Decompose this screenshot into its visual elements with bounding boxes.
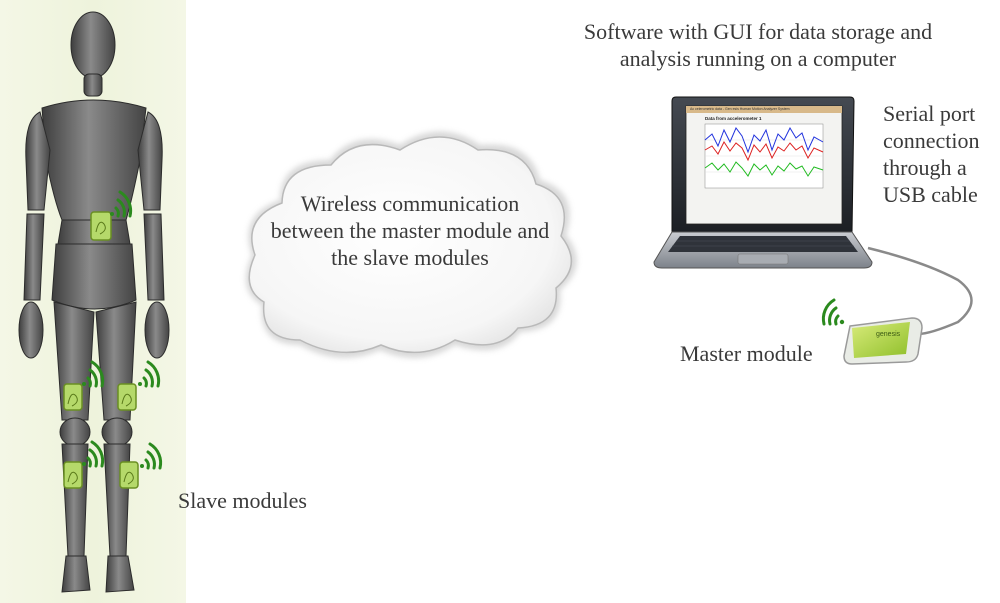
slave-module-waist	[90, 211, 112, 241]
mannequin-left-forearm	[23, 213, 45, 301]
sensor-module-icon	[117, 383, 137, 411]
laptop-touchpad	[737, 253, 789, 265]
mannequin-left-foot	[61, 555, 91, 593]
mannequin-neck	[83, 73, 103, 97]
mannequin-right-forearm	[143, 213, 165, 301]
mannequin-left-hand	[18, 301, 44, 359]
master-module-label: Master module	[680, 341, 813, 366]
slave-modules-label: Slave modules	[178, 488, 307, 513]
mannequin-right-upper-arm	[137, 111, 163, 211]
laptop-icon	[653, 96, 873, 269]
mannequin-right-hand	[144, 301, 170, 359]
mannequin-left-shin	[61, 443, 89, 557]
screen-window-title: Ac celerometric data - Gen esis Human Mo…	[690, 107, 790, 111]
screen-series-blue	[704, 126, 824, 154]
slave-module-right-thigh	[117, 383, 137, 411]
cloud-icon	[245, 131, 577, 358]
sensor-module-icon	[63, 383, 83, 411]
mannequin-pelvis	[51, 243, 137, 310]
laptop-keyboard	[668, 236, 858, 252]
software-label: Software with GUI for data storage and a…	[583, 19, 933, 71]
slave-modules	[63, 190, 163, 489]
slave-module-left-shin	[63, 461, 83, 489]
screen-plot-title: Data from accelerometer 1	[705, 116, 762, 121]
wifi-signal-icon	[140, 442, 163, 470]
mannequin-figure	[18, 11, 170, 593]
mannequin-right-foot	[105, 555, 135, 593]
wifi-signal-icon	[82, 440, 105, 468]
slave-module-left-thigh	[63, 383, 83, 411]
screen-series-green	[704, 161, 824, 177]
serial-port-label: Serial port connection through a USB cab…	[883, 101, 980, 207]
wifi-signal-icon	[821, 298, 845, 326]
slave-module-right-shin	[119, 461, 139, 489]
usb-cable-icon	[867, 246, 973, 336]
sensor-module-icon	[90, 211, 112, 241]
mannequin-right-shin	[103, 443, 131, 557]
cloud-label: Wireless communication between the maste…	[270, 191, 550, 270]
mannequin-left-knee	[59, 417, 91, 447]
mannequin-torso	[41, 99, 147, 221]
master-module-brand: genesis	[876, 331, 901, 338]
mannequin-head	[70, 11, 116, 79]
master-module-device: genesis	[843, 317, 923, 365]
wifi-signal-icon	[138, 360, 161, 388]
mannequin-right-knee	[101, 417, 133, 447]
mannequin-left-upper-arm	[25, 111, 51, 211]
wifi-signal-icon	[82, 360, 105, 388]
screen-series-red	[704, 141, 824, 162]
wifi-signal-icon	[110, 190, 133, 218]
sensor-module-icon	[63, 461, 83, 489]
sensor-module-icon	[119, 461, 139, 489]
